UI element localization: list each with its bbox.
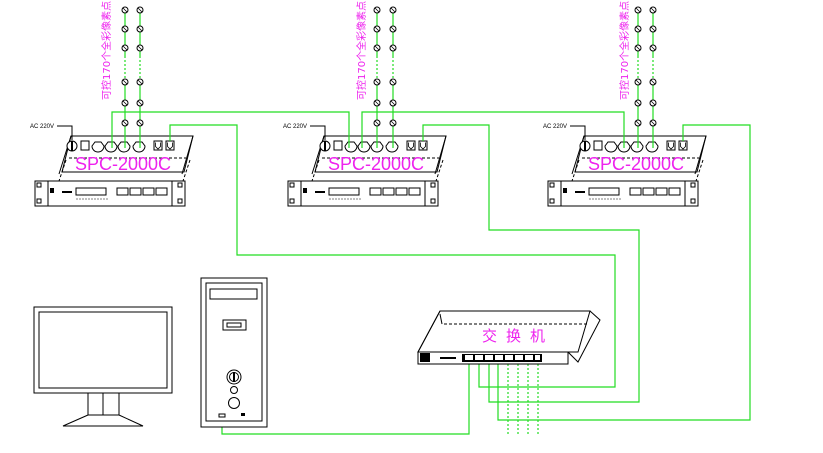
controller-model-label: SPC-2000C: [588, 154, 684, 174]
power-label: AC 220V: [30, 124, 54, 130]
network-switch: 交换机: [417, 310, 601, 365]
sync-cable-2-3: [361, 111, 625, 148]
pixel-capacity-label: 可控170个全彩像素点: [100, 1, 113, 100]
led-string-b: [389, 6, 397, 148]
computer-monitor: [33, 306, 173, 427]
controller-1: SPC-2000C AC 220V 可控170个全彩像素点: [30, 1, 193, 206]
power-label: AC 220V: [283, 124, 307, 130]
spare-port-cables: [507, 360, 539, 435]
controller-2: SPC-2000C AC 220V 可控170个全彩像素点: [283, 1, 446, 206]
controller-model-label: SPC-2000C: [75, 154, 171, 174]
ethernet-cable-controller-2: [422, 124, 640, 403]
sync-cable-1-2: [111, 111, 350, 148]
led-string-b: [649, 6, 657, 148]
ethernet-cable-controller-1: [169, 124, 616, 388]
power-label: AC 220V: [543, 124, 567, 130]
switch-label: 交换机: [482, 327, 554, 345]
power-cable: [57, 125, 73, 140]
pixel-capacity-label: 可控170个全彩像素点: [618, 1, 631, 100]
controller-model-label: SPC-2000C: [328, 154, 424, 174]
led-string-a: [121, 6, 129, 148]
ethernet-cable-controller-3: [497, 124, 751, 421]
led-string-a: [634, 6, 642, 148]
computer-tower: [200, 277, 268, 428]
power-cable: [570, 125, 586, 140]
pixel-capacity-label: 可控170个全彩像素点: [355, 1, 368, 100]
power-cable: [310, 125, 326, 140]
led-string-a: [373, 6, 381, 148]
led-string-b: [136, 6, 144, 148]
controller-3: SPC-2000C AC 220V 可控170个全彩像素点: [543, 1, 706, 206]
